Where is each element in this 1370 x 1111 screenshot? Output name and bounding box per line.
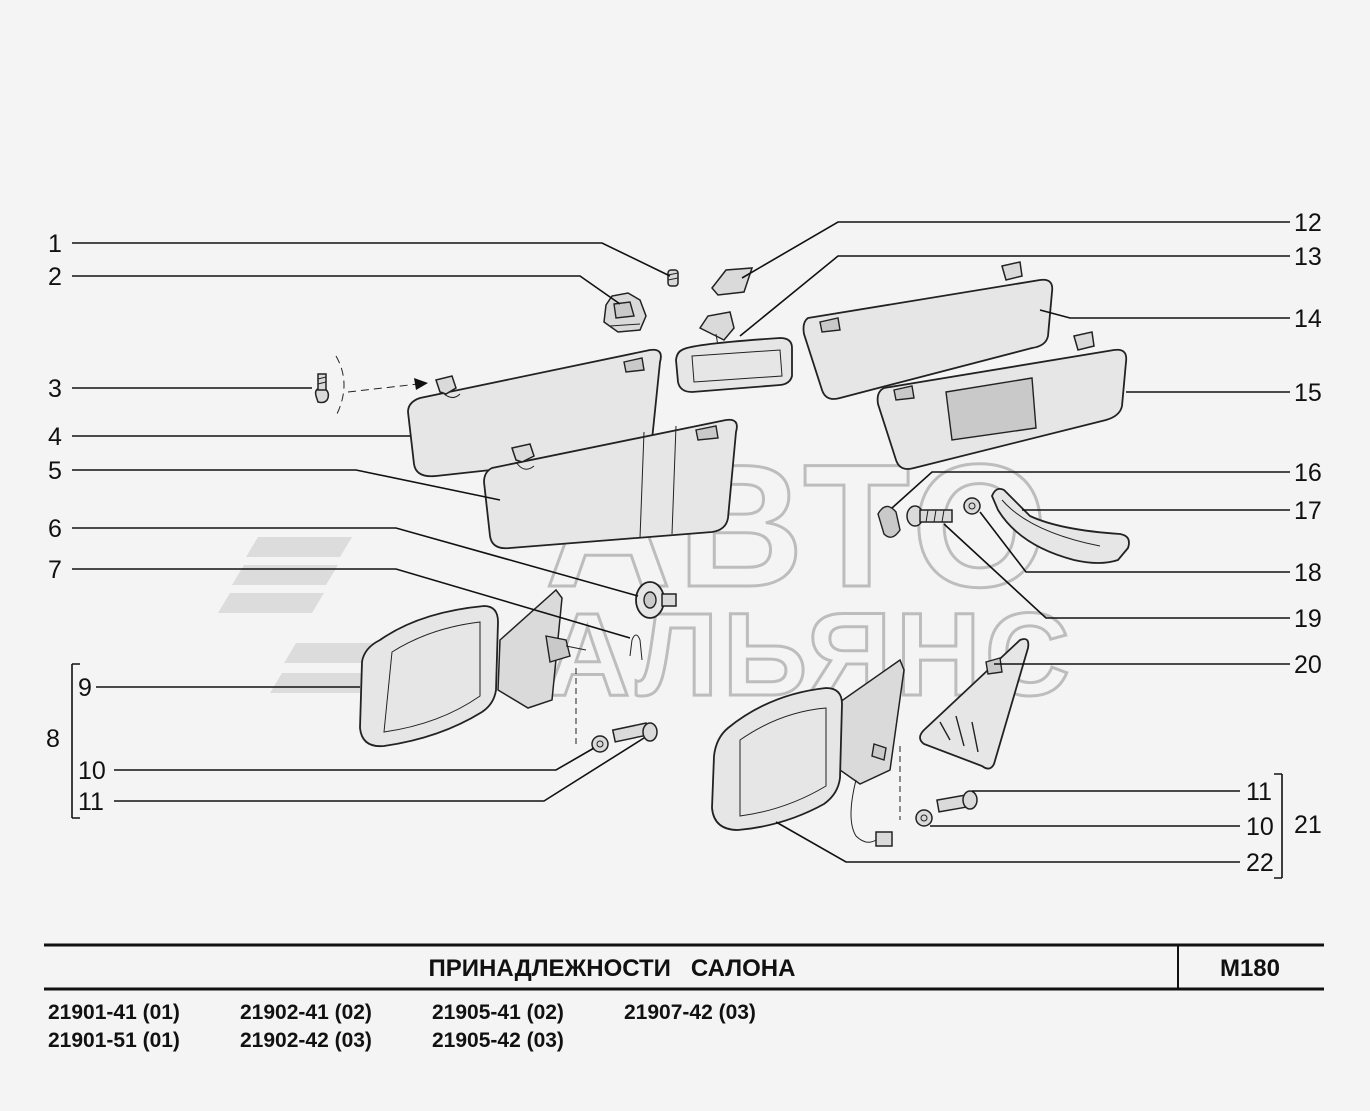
model-code: 21901-41 (01) [48,1001,180,1024]
part-7-clip [629,634,643,661]
callout-6: 6 [48,515,62,543]
callout-8: 8 [46,725,60,753]
part-14-sun-visor-right [802,261,1054,400]
part-17-grab-handle [991,487,1130,564]
model-code: 21901-51 (01) [48,1029,180,1052]
part-2-visor-holder [603,292,647,333]
callout-3: 3 [48,375,62,403]
callout-1: 1 [48,230,62,258]
callout-21: 21 [1294,811,1322,839]
part-20-mirror-trim [919,638,1030,770]
callout-7: 7 [48,556,62,584]
callout-12: 12 [1294,209,1322,237]
callout-10-right: 10 [1246,813,1274,841]
part-10-washer-left [591,735,609,753]
part-16-cap [877,505,901,538]
part-6-plug [635,581,677,619]
model-code: 21902-42 (03) [240,1029,372,1052]
callout-15: 15 [1294,379,1322,407]
callout-17: 17 [1294,497,1322,525]
model-codes: 21901-41 (01) 21902-41 (02) 21905-41 (02… [48,1001,756,1052]
leader-lines [71,221,1290,879]
model-code: 21902-41 (02) [240,1001,372,1024]
model-code: 21905-42 (03) [432,1029,564,1052]
title-block: ПРИНАДЛЕЖНОСТИ САЛОНА М180 [44,943,1324,991]
part-22-exterior-mirror-right [711,658,905,847]
part-12-cover [711,267,754,296]
part-5-sun-visor-extended [483,418,738,550]
part-11-bolt-left [611,722,658,743]
part-18-washer [963,497,981,515]
part-9-exterior-mirror-left [359,588,587,748]
part-13-rearview-mirror [675,311,793,393]
callout-numbers: 1 2 3 4 5 6 7 8 9 10 11 12 13 14 15 16 1… [46,209,1322,877]
callout-19: 19 [1294,605,1322,633]
callout-22: 22 [1246,849,1274,877]
callout-4: 4 [48,423,62,451]
part-1-screw [667,269,679,287]
callout-14: 14 [1294,305,1322,333]
model-code: 21907-42 (03) [624,1001,756,1024]
callout-5: 5 [48,457,62,485]
callout-16: 16 [1294,459,1322,487]
part-3-screw [314,355,428,417]
part-11-bolt-right [936,790,978,813]
callout-11-right: 11 [1246,778,1272,806]
model-code: 21905-41 (02) [432,1001,564,1024]
callout-20: 20 [1294,651,1322,679]
callout-13: 13 [1294,243,1322,271]
part-19-bolt [906,505,953,527]
callout-9: 9 [78,674,92,702]
part-15-sun-visor-mirror [876,331,1128,470]
diagram-title: ПРИНАДЛЕЖНОСТИ САЛОНА [429,955,796,982]
diagram-code: М180 [1220,955,1280,982]
callout-10-left: 10 [78,757,106,785]
callout-11-left: 11 [78,788,104,816]
callout-2: 2 [48,263,62,291]
callout-18: 18 [1294,559,1322,587]
part-10-washer-right [915,809,933,827]
